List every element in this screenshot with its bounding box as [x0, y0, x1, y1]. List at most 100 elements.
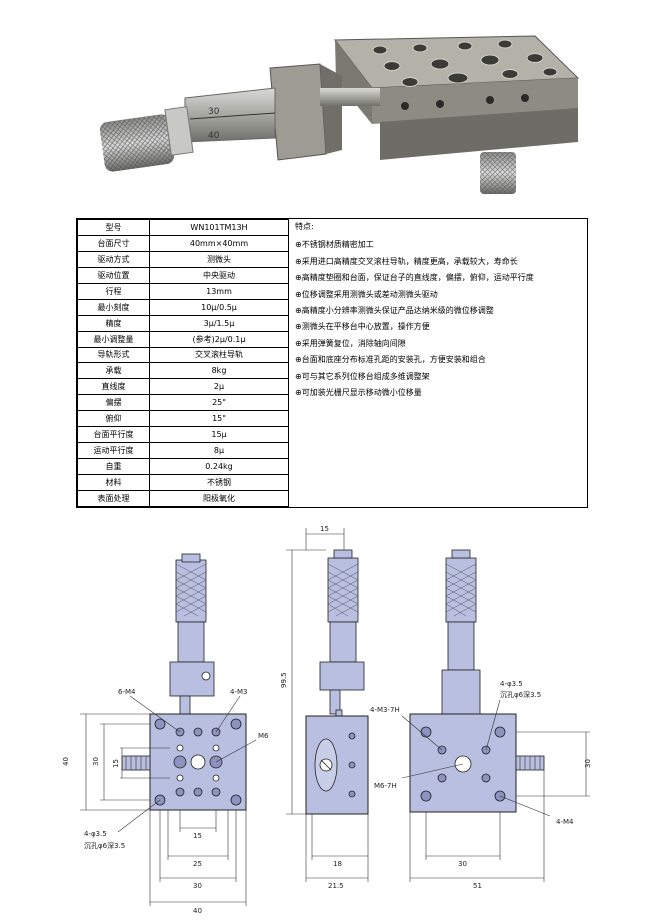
- spec-key: 偏摆: [77, 394, 150, 412]
- spec-key: 材料: [77, 474, 150, 491]
- dim-side-15: 15: [320, 525, 329, 533]
- svg-text:40: 40: [208, 131, 220, 141]
- label-6-m4: 6-M4: [118, 688, 136, 696]
- spec-key: 精度: [77, 314, 150, 332]
- spec-row: 驱动方式测微头: [77, 250, 289, 268]
- spec-key: 型号: [77, 219, 150, 236]
- spec-value: 10μ/0.5μ: [149, 298, 289, 316]
- dim-25-w: 25: [193, 860, 202, 868]
- spec-value: 交叉滚柱导轨: [149, 346, 289, 364]
- spec-value: 15": [149, 410, 289, 428]
- spec-value: WN101TM13H: [149, 219, 289, 236]
- dim-bottom-30-w: 30: [458, 860, 467, 868]
- spec-key: 驱动位置: [77, 266, 150, 284]
- feature-item: ⊕可与其它系列位移台组成多维调整架: [295, 371, 430, 381]
- spec-key: 台面平行度: [77, 426, 150, 444]
- spec-row: 表面处理阳极氧化: [77, 489, 289, 508]
- dim-side-18: 18: [333, 860, 342, 868]
- dim-bottom-51: 51: [473, 882, 482, 890]
- spec-value: 3μ/1.5μ: [149, 314, 289, 332]
- spec-value: 15μ: [149, 426, 289, 444]
- technical-drawing: 6-M4 4-M3 M6 4-φ3.5 沉孔φ6深3.5 40 30 15 15…: [62, 525, 592, 915]
- dim-40-h: 40: [62, 757, 70, 766]
- spec-row: 最小调整量(参考)2μ/0.1μ: [77, 330, 289, 348]
- label-counterbore: 沉孔φ6深3.5: [84, 841, 125, 850]
- feature-item: ⊕采用弹簧复位，消除轴向间隙: [295, 338, 406, 348]
- spec-row: 材料不锈钢: [77, 474, 289, 491]
- feature-item: ⊕不锈钢材质精密加工: [295, 240, 374, 250]
- spec-row: 驱动位置中央驱动: [77, 266, 289, 284]
- spec-value: 13mm: [149, 282, 289, 300]
- feature-item: ⊕高精度小分辨率测微头保证产品达纳米级的微位移调整: [295, 305, 494, 315]
- spec-value: 25": [149, 394, 289, 412]
- spec-value: 40mm×40mm: [149, 234, 289, 252]
- spec-key: 最小刻度: [77, 298, 150, 316]
- spec-key: 直线度: [77, 378, 150, 396]
- top-view: [80, 553, 257, 906]
- spec-key: 承载: [77, 362, 150, 380]
- label-4-phi3-5: 4-φ3.5: [84, 830, 107, 838]
- bottom-view: [401, 549, 590, 882]
- spec-key: 驱动方式: [77, 250, 150, 268]
- spec-row: 导轨形式交叉滚柱导轨: [77, 346, 289, 364]
- label-bottom-counterbore: 沉孔φ6深3.5: [500, 690, 541, 699]
- label-4-m3: 4-M3: [230, 688, 247, 696]
- spec-value: 不锈钢: [149, 474, 289, 491]
- spec-key: 自重: [77, 458, 150, 475]
- stage-base: [380, 108, 578, 160]
- label-m6-7h: M6-7H: [374, 782, 397, 790]
- spec-key: 表面处理: [77, 489, 150, 508]
- dim-15-h: 15: [112, 759, 120, 768]
- spec-key: 行程: [77, 282, 150, 300]
- feature-item: ⊕台面和底座分布标准孔距的安装孔，方便安装和组合: [295, 355, 486, 365]
- dim-side-99-5: 99.5: [280, 672, 288, 688]
- side-view: [286, 528, 369, 882]
- spec-key: 台面尺寸: [77, 234, 150, 252]
- product-photo: 30 40: [99, 35, 580, 194]
- feature-item: ⊕测微头在平移台中心放置，操作方便: [295, 322, 430, 332]
- spec-value: 阳极氧化: [149, 489, 289, 508]
- dim-30-h: 30: [92, 757, 100, 766]
- spec-key: 导轨形式: [77, 346, 150, 364]
- spec-value: 测微头: [149, 250, 289, 268]
- dim-15-w: 15: [193, 832, 202, 840]
- micrometer-sleeve: [184, 87, 276, 143]
- spec-value: 0.24kg: [149, 458, 289, 475]
- dim-bottom-30-h: 30: [584, 759, 592, 768]
- dim-40-w: 40: [193, 907, 202, 915]
- features-title: 特点:: [295, 222, 314, 231]
- label-4-m3-7h: 4-M3-7H: [370, 706, 400, 714]
- spec-key: 俯仰: [77, 410, 150, 428]
- label-bottom-4-phi3-5: 4-φ3.5: [500, 680, 523, 688]
- label-m6: M6: [258, 732, 269, 740]
- feature-item: ⊕位移调整采用测微头或差动测微头驱动: [295, 289, 438, 299]
- dim-side-21-5: 21.5: [328, 882, 344, 890]
- dim-30-w: 30: [193, 882, 202, 890]
- feature-item: ⊕采用进口高精度交叉滚柱导轨，精度更高，承载较大，寿命长: [295, 256, 518, 266]
- spec-value: 8μ: [149, 442, 289, 460]
- spec-value: 2μ: [149, 378, 289, 396]
- micrometer-bracket: [269, 63, 327, 161]
- spec-key: 运动平行度: [77, 442, 150, 460]
- svg-text:30: 30: [208, 107, 220, 117]
- spec-key: 最小调整量: [77, 330, 150, 348]
- feature-item: ⊕高精度垫圈和台面，保证台子的直线度，偏摆，俯仰，运动平行度: [295, 273, 534, 283]
- label-bottom-4-m4: 4-M4: [556, 818, 574, 826]
- features-panel: 特点: ⊕不锈钢材质精密加工 ⊕采用进口高精度交叉滚柱导轨，精度更高，承载较大，…: [289, 219, 587, 507]
- spec-value: (参考)2μ/0.1μ: [149, 330, 289, 348]
- spec-value: 8kg: [149, 362, 289, 380]
